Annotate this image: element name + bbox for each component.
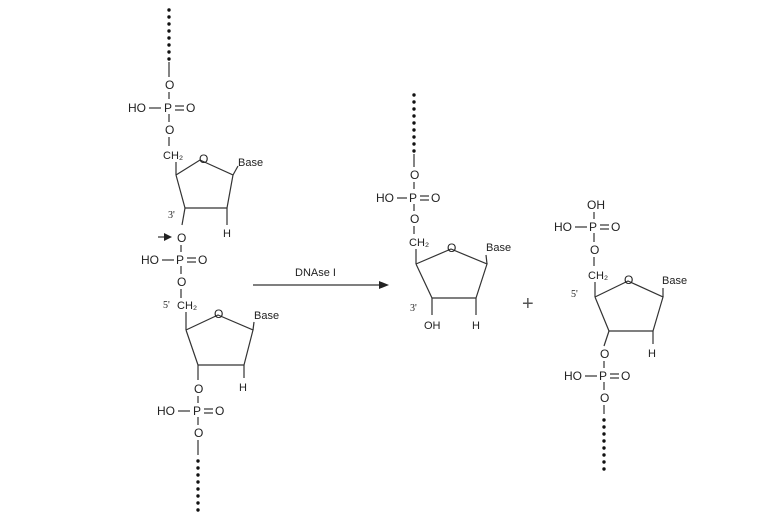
chain-dots-bottom bbox=[602, 418, 606, 471]
product-5-prime-phosphate-fragment: OH HO P O O CH₂ 5' O Base H O bbox=[554, 198, 687, 471]
plus-sign: + bbox=[522, 293, 534, 315]
deoxyribose-sugar-2: 5' CH₂ O Base H bbox=[163, 300, 279, 394]
phosphate-group-top: OH HO P O O bbox=[554, 198, 620, 266]
chain-dots-top bbox=[412, 93, 416, 153]
h-label: H bbox=[239, 382, 247, 394]
h-label: H bbox=[472, 320, 480, 332]
ring-oxygen: O bbox=[624, 273, 633, 287]
phosphate-group-bottom: O HO P O O bbox=[157, 382, 224, 455]
atom-p: P bbox=[589, 220, 597, 234]
phosphate-group-bottom: O HO P O O bbox=[564, 347, 630, 414]
ch2-label: CH₂ bbox=[409, 237, 429, 249]
ch2-label: CH₂ bbox=[163, 150, 183, 162]
atom-o: O bbox=[600, 391, 609, 405]
cleavage-site-arrow bbox=[158, 233, 172, 241]
deoxyribose-sugar: CH₂ O Base H 3' OH bbox=[409, 237, 511, 332]
atom-p: P bbox=[176, 253, 184, 267]
five-prime-label: 5' bbox=[571, 289, 578, 300]
five-prime-label: 5' bbox=[163, 300, 170, 311]
ring-oxygen: O bbox=[214, 307, 223, 321]
ring-oxygen: O bbox=[447, 241, 456, 255]
h-label: H bbox=[223, 228, 231, 240]
atom-o-double: O bbox=[621, 369, 630, 383]
ch2-label: CH₂ bbox=[588, 270, 608, 282]
atom-p: P bbox=[193, 404, 201, 418]
atom-o: O bbox=[165, 78, 174, 92]
ch2-label: CH₂ bbox=[177, 300, 197, 312]
reactant-strand: O HO P O O CH₂ O Base H 3' bbox=[128, 8, 279, 512]
atom-oh: OH bbox=[587, 198, 605, 212]
atom-o-double: O bbox=[431, 191, 440, 205]
atom-p: P bbox=[409, 191, 417, 205]
atom-ho: HO bbox=[564, 369, 582, 383]
ring-oxygen: O bbox=[199, 152, 208, 166]
atom-ho: HO bbox=[554, 220, 572, 234]
atom-o: O bbox=[165, 123, 174, 137]
product-3-prime-oh-fragment: O HO P O O CH₂ O Base H 3' OH bbox=[376, 93, 511, 332]
reaction-arrow: DNAse I bbox=[253, 267, 389, 289]
h-label: H bbox=[648, 348, 656, 360]
atom-p: P bbox=[599, 369, 607, 383]
atom-o: O bbox=[177, 275, 186, 289]
base-label: Base bbox=[238, 157, 263, 169]
atom-o: O bbox=[600, 347, 609, 361]
atom-p: P bbox=[164, 101, 172, 115]
three-prime-label: 3' bbox=[410, 303, 417, 314]
atom-o: O bbox=[410, 212, 419, 226]
atom-o: O bbox=[590, 243, 599, 257]
atom-o-double: O bbox=[611, 220, 620, 234]
atom-ho: HO bbox=[376, 191, 394, 205]
chain-dots-top bbox=[167, 8, 171, 61]
deoxyribose-sugar: CH₂ 5' O Base H bbox=[571, 270, 687, 360]
atom-o-double: O bbox=[198, 253, 207, 267]
enzyme-label: DNAse I bbox=[295, 267, 336, 279]
three-prime-label: 3' bbox=[168, 210, 175, 221]
phosphate-group: O HO P O O bbox=[376, 154, 440, 234]
base-label: Base bbox=[486, 242, 511, 254]
atom-ho: HO bbox=[157, 404, 175, 418]
phosphate-group-middle: O HO P O O bbox=[141, 231, 207, 298]
deoxyribose-sugar-1: CH₂ O Base H 3' bbox=[163, 150, 263, 240]
base-label: Base bbox=[662, 275, 687, 287]
atom-o: O bbox=[194, 382, 203, 396]
atom-ho: HO bbox=[128, 101, 146, 115]
chain-dots-bottom bbox=[196, 459, 200, 512]
hydroxyl-label: OH bbox=[424, 320, 441, 332]
atom-o-double: O bbox=[186, 101, 195, 115]
atom-o: O bbox=[194, 426, 203, 440]
atom-o: O bbox=[177, 231, 186, 245]
atom-ho: HO bbox=[141, 253, 159, 267]
atom-o-double: O bbox=[215, 404, 224, 418]
base-label: Base bbox=[254, 310, 279, 322]
atom-o: O bbox=[410, 168, 419, 182]
phosphate-group-top: O HO P O O bbox=[128, 62, 195, 146]
